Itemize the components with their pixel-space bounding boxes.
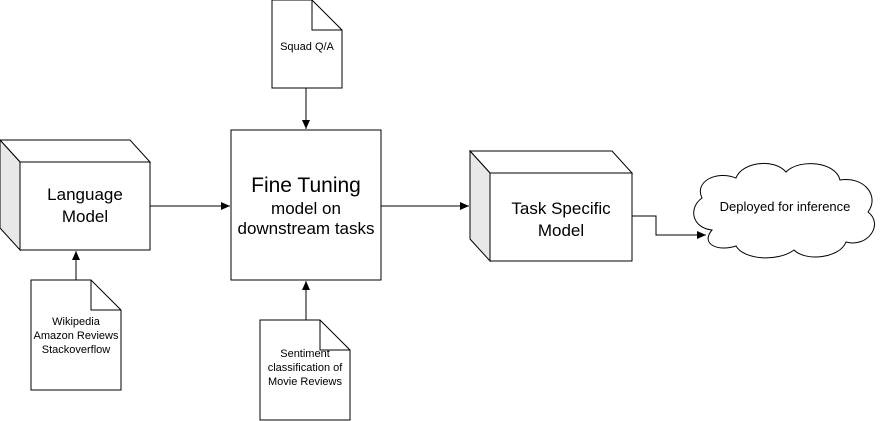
task-specific-model-box — [468, 149, 634, 263]
pretrain-data-document — [30, 279, 122, 391]
deployed-cloud — [693, 162, 875, 259]
squad-document — [271, 0, 343, 89]
arrow-task-model-to-cloud — [632, 215, 706, 239]
fine-tuning-box — [230, 129, 382, 281]
language-model-box — [0, 139, 152, 252]
sentiment-document — [259, 319, 351, 421]
